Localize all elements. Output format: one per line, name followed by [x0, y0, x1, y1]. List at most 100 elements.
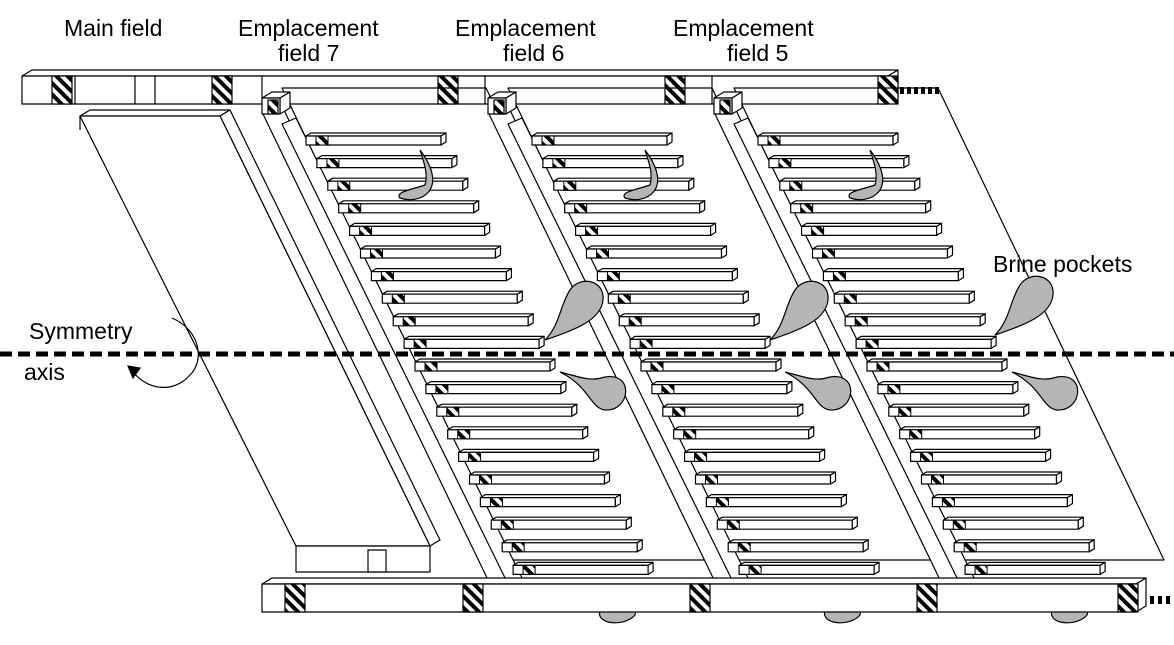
top-access-drift — [22, 70, 939, 104]
seal-hatch-icon — [844, 294, 856, 303]
emplacement-drift — [317, 156, 457, 168]
seal-hatch-icon — [720, 100, 730, 114]
emplacement-drift — [813, 246, 953, 258]
emplacement-drift — [597, 269, 737, 281]
seal-hatch-icon — [371, 249, 383, 258]
emplacement-drift — [823, 269, 963, 281]
seal-hatch-icon — [360, 226, 372, 235]
seal-hatch-icon — [564, 181, 576, 190]
emplacement-drift — [758, 133, 898, 145]
label-symmetry-axis-line1: Symmetry — [29, 318, 133, 344]
seal-hatch-icon — [403, 317, 415, 326]
seal-hatch-icon — [349, 204, 361, 213]
emplacement-drift — [932, 495, 1072, 507]
emplacement-drift — [965, 562, 1105, 574]
seal-hatch-icon — [392, 294, 404, 303]
emplacement-drift — [685, 449, 825, 461]
seal-hatch-icon — [665, 76, 685, 104]
emplacement-drift — [641, 359, 781, 371]
emplacement-drift — [834, 291, 974, 303]
emplacement-drift — [630, 336, 770, 348]
emplacement-drift — [706, 495, 846, 507]
seal-hatch-icon — [490, 498, 502, 507]
seal-hatch-icon — [684, 430, 696, 439]
seal-hatch-icon — [1118, 584, 1138, 612]
emplacement-drift — [717, 517, 857, 529]
emplacement-drift — [459, 449, 599, 461]
seal-hatch-icon — [414, 339, 426, 348]
emplacement-drift — [652, 382, 792, 394]
emplacement-drift — [954, 540, 1094, 552]
emplacement-drift — [448, 427, 588, 439]
label-main-field: Main field — [64, 15, 162, 41]
seal-hatch-icon — [779, 159, 791, 168]
seal-hatch-icon — [553, 159, 565, 168]
seal-hatch-icon — [953, 520, 965, 529]
seal-hatch-icon — [463, 584, 483, 612]
seal-hatch-icon — [651, 362, 663, 371]
seal-hatch-icon — [586, 226, 598, 235]
seal-hatch-icon — [447, 407, 459, 416]
emplacement-drift — [393, 314, 533, 326]
emplacement-drift — [791, 201, 931, 213]
seal-hatch-icon — [629, 317, 641, 326]
seal-hatch-icon — [749, 565, 761, 574]
brine-pocket-shape — [995, 276, 1053, 335]
seal-hatch-icon — [866, 339, 878, 348]
front-drifts — [262, 578, 1170, 612]
emplacement-drift — [889, 404, 1029, 416]
seal-hatch-icon — [458, 430, 470, 439]
label-emplacement-field-7-line1: Emplacement — [238, 15, 379, 41]
seal-hatch-icon — [855, 317, 867, 326]
emplacement-drift — [845, 314, 985, 326]
emplacement-drift — [554, 178, 694, 190]
emplacement-drift — [361, 246, 501, 258]
seal-hatch-icon — [790, 181, 802, 190]
label-emplacement-field-5-line1: Emplacement — [673, 15, 814, 41]
emplacement-drift — [911, 449, 1051, 461]
seal-hatch-icon — [268, 100, 278, 114]
emplacement-drift — [922, 472, 1062, 484]
seal-hatch-icon — [910, 430, 922, 439]
emplacement-drift — [619, 314, 759, 326]
seal-hatch-icon — [690, 584, 710, 612]
emplacement-drift — [415, 359, 555, 371]
seal-hatch-icon — [942, 498, 954, 507]
seal-hatch-icon — [327, 159, 339, 168]
emplacement-drift — [470, 472, 610, 484]
emplacement-drift — [306, 133, 446, 145]
seal-hatch-icon — [823, 249, 835, 258]
emplacement-drift — [608, 291, 748, 303]
emplacement-drift — [371, 269, 511, 281]
emplacement-drift — [404, 336, 544, 348]
seal-hatch-icon — [888, 385, 900, 394]
emplacement-drift — [587, 246, 727, 258]
seal-hatch-icon — [878, 76, 898, 104]
label-emplacement-field-5-line2: field 5 — [727, 40, 788, 66]
seal-hatch-icon — [695, 452, 707, 461]
seal-hatch-icon — [738, 543, 750, 552]
emplacement-drift — [867, 359, 1007, 371]
emplacement-drift — [769, 156, 909, 168]
emplacement-drift — [663, 404, 803, 416]
emplacement-drift — [543, 156, 683, 168]
emplacement-drift — [437, 404, 577, 416]
label-emplacement-field-6-line1: Emplacement — [455, 15, 596, 41]
seal-hatch-icon — [436, 385, 448, 394]
seal-hatch-icon — [501, 520, 513, 529]
label-brine-pockets: Brine pockets — [993, 251, 1132, 277]
seal-hatch-icon — [917, 584, 937, 612]
seal-hatch-icon — [480, 475, 492, 484]
seal-hatch-icon — [512, 543, 524, 552]
emplacement-drift — [513, 562, 653, 574]
emplacement-drift — [576, 223, 716, 235]
seal-hatch-icon — [597, 249, 609, 258]
emplacement-drift — [696, 472, 836, 484]
emplacement-drift — [339, 201, 479, 213]
seal-hatch-icon — [316, 136, 328, 145]
emplacement-drift — [328, 178, 468, 190]
emplacement-drift — [856, 336, 996, 348]
seal-hatch-icon — [494, 100, 504, 114]
emplacement-drift — [502, 540, 642, 552]
